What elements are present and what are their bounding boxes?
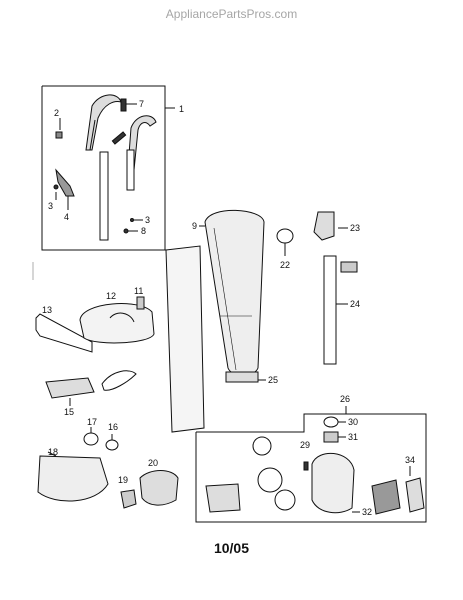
callout-4: 4 [64,212,69,222]
callout-1: 1 [179,104,184,114]
screw-part [130,218,134,222]
callout-25: 25 [268,375,278,385]
clip-part [55,131,63,139]
gasket-part [276,228,294,244]
watermark-text: AppliancePartsPros.com [165,7,298,21]
handle-assembly-frame [41,85,166,251]
callout-3-right: 3 [145,215,150,225]
callout-20: 20 [148,458,158,468]
callout-13: 13 [42,305,52,315]
callout-23: 23 [350,223,360,233]
screw-part [123,228,129,234]
callout-34: 34 [405,455,415,465]
bracket-part [55,168,75,197]
bearing-part [105,439,119,451]
callout-11: 11 [134,286,143,296]
handle-grip-part [85,94,122,151]
callout-labels: 1 2 3 3 4 7 8 9 11 12 13 15 16 17 18 19 … [42,99,415,517]
brushroll-part [45,377,95,399]
base-housing-part [37,455,109,502]
callout-9: 9 [192,221,197,231]
motor-assembly-frame [195,413,427,523]
callout-30: 30 [348,417,358,427]
callout-22: 22 [280,260,290,270]
cap-part [323,416,339,428]
callout-12: 12 [106,291,116,301]
filter-grill-part [371,479,401,515]
spring-part [136,296,145,310]
bearing-part [83,432,99,446]
callout-2: 2 [54,108,59,118]
screw-part [53,184,59,190]
callout-32: 32 [362,507,372,517]
handle-tube-part [99,151,109,241]
hood-cover-part [79,303,155,344]
filter-pad-part [340,261,358,273]
screw-part [111,131,127,145]
callout-24: 24 [350,299,360,309]
callout-16: 16 [108,422,118,432]
callout-26: 26 [340,394,350,404]
back-panel-part [165,245,205,433]
callout-31: 31 [348,432,358,442]
handle-assembly-group [41,85,175,251]
motor-cover-part [139,470,179,506]
collar-part [323,431,339,443]
callout-19: 19 [118,475,128,485]
callout-17: 17 [87,417,97,427]
wand-tube-part [323,255,337,365]
fan-part [257,467,283,493]
callout-7: 7 [139,99,144,109]
screw-part [120,98,127,112]
callout-18: 18 [48,447,58,457]
handle-grip-right-part [127,115,157,171]
hose-connector-part [313,211,335,241]
fan-housing-part [311,452,355,514]
impeller-part [252,436,272,456]
bumper-strip-part [35,313,93,353]
bolt-part [303,461,309,471]
callout-3-left: 3 [48,201,53,211]
callout-29: 29 [300,440,310,450]
callout-15: 15 [64,407,74,417]
filter-frame-part [405,477,425,513]
bag-part [204,209,265,376]
pedal-part [120,489,137,509]
fan-part [274,489,296,511]
motor-part [205,483,241,513]
callout-8: 8 [141,226,146,236]
revision-date: 10/05 [213,540,250,556]
bag-collar-part [225,371,259,383]
belt-part [101,370,137,391]
